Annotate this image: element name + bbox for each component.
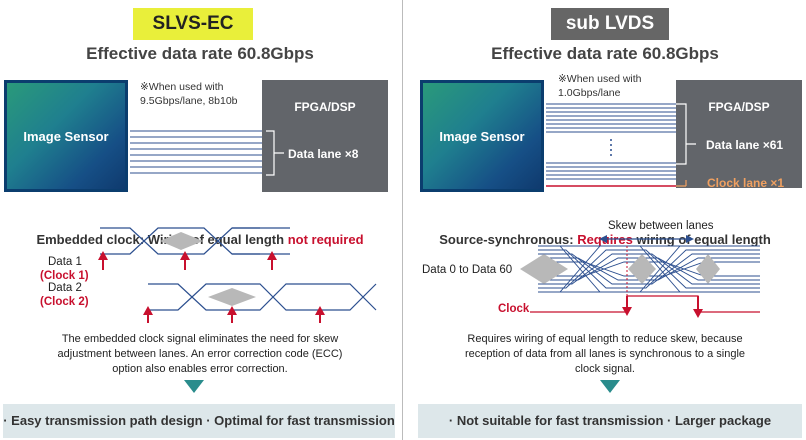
left-desc-line2: adjustment between lanes. An error corre… <box>57 348 343 360</box>
left-footer: · Easy transmission path design · Optima… <box>3 404 395 438</box>
right-image-sensor-block: Image Sensor <box>420 80 544 192</box>
right-data-range-label: Data 0 to Data 60 <box>422 264 513 276</box>
right-fpga-block: FPGA/DSP Data lane ×61 <box>676 80 802 188</box>
right-subtitle: Source-synchronous: Requires wiring of e… <box>405 232 805 247</box>
right-subtitle-text: Source-synchronous: <box>439 232 578 247</box>
right-eye-diagram <box>520 235 760 318</box>
right-down-arrow-icon <box>600 380 620 393</box>
right-footer: · Not suitable for fast transmission · L… <box>418 404 802 438</box>
right-clock-bracket <box>676 180 687 187</box>
left-data2-label: Data 2 <box>48 282 82 294</box>
left-subtitle-emphasis: not required <box>287 232 364 247</box>
left-data1-label: Data 1 <box>48 256 82 268</box>
right-clock-lane-label: Clock lane ×1 <box>707 176 785 190</box>
left-clock1-label: (Clock 1) <box>40 270 89 282</box>
right-data-rate: Effective data rate 60.8Gbps <box>491 44 719 63</box>
right-desc-line1: Requires wiring of equal length to reduc… <box>467 333 743 345</box>
skew-label: Skew between lanes <box>608 220 714 232</box>
center-divider <box>402 0 403 440</box>
left-desc-line3: option also enables error correction. <box>112 363 288 375</box>
right-note: ※When used with 1.0Gbps/lane <box>558 72 642 100</box>
left-clock2-label: (Clock 2) <box>40 296 89 308</box>
left-image-sensor-block: Image Sensor <box>4 80 128 192</box>
left-data-lanes <box>130 130 262 174</box>
left-fpga-label: FPGA/DSP <box>294 100 356 114</box>
left-note-line1: ※When used with <box>140 81 224 93</box>
right-note-line1: ※When used with <box>558 73 642 85</box>
right-sensor-label: Image Sensor <box>439 128 525 144</box>
right-desc-line2: reception of data from all lanes is sync… <box>464 348 746 360</box>
left-lane-bracket <box>266 130 284 176</box>
left-data-rate: Effective data rate 60.8Gbps <box>86 44 314 63</box>
left-fpga-block: FPGA/DSP Data lane ×8 <box>262 80 388 192</box>
left-description: The embedded clock signal eliminates the… <box>0 332 400 377</box>
left-down-arrow-icon <box>184 380 204 393</box>
slvs-ec-badge: SLVS-EC <box>133 8 253 40</box>
left-note-line2: 9.5Gbps/lane, 8b10b <box>140 95 238 107</box>
right-lane-bracket <box>676 103 696 165</box>
sub-lvds-badge: sub LVDS <box>551 8 669 40</box>
left-lane-label: Data lane ×8 <box>288 147 359 161</box>
right-lane-label: Data lane ×61 <box>706 138 784 152</box>
left-eye-diagram <box>98 227 377 323</box>
left-subtitle-text: Embedded clock: Wiring of equal length <box>36 232 288 247</box>
right-description: Requires wiring of equal length to reduc… <box>405 332 805 377</box>
right-note-line2: 1.0Gbps/lane <box>558 87 621 99</box>
left-note: ※When used with 9.5Gbps/lane, 8b10b <box>140 80 238 108</box>
left-sensor-label: Image Sensor <box>23 128 109 144</box>
right-data-lanes <box>546 103 676 187</box>
right-subtitle-suffix: wiring of equal length <box>632 232 771 247</box>
left-desc-line1: The embedded clock signal eliminates the… <box>61 333 339 345</box>
left-subtitle: Embedded clock: Wiring of equal length n… <box>0 232 400 247</box>
right-fpga-label: FPGA/DSP <box>708 100 770 114</box>
right-desc-line3: clock signal. <box>575 363 635 375</box>
right-clock-label: Clock <box>498 303 530 315</box>
